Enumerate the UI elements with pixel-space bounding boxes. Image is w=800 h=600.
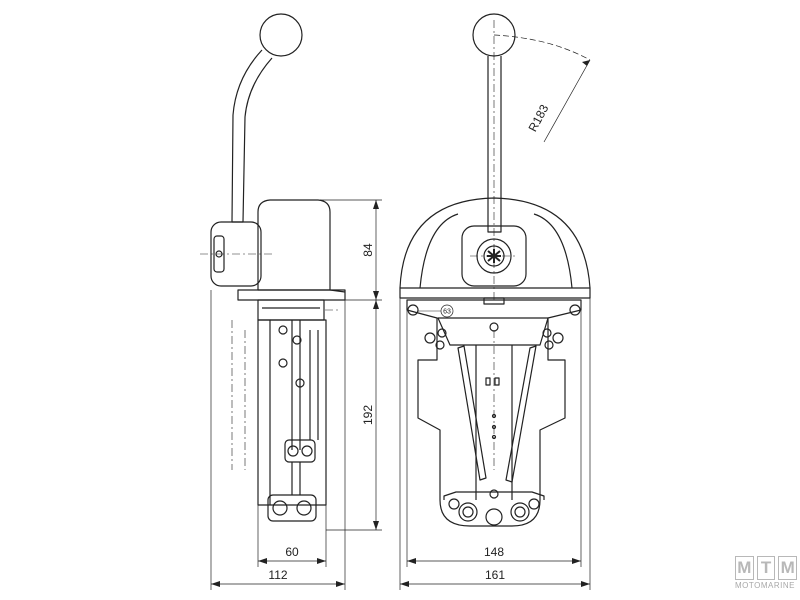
dim-side-outer-width: 112 [268,568,287,582]
dim-side-bottom-height: 192 [361,405,375,425]
dim-side-inner-width: 60 [285,545,299,559]
side-body [257,319,271,506]
front-dimension-lines [399,298,591,590]
radius-arc [493,34,591,61]
side-lever-arm [231,49,273,223]
front-slot-left [457,345,487,481]
radius-leader [543,59,591,143]
dim-front-inner-width: 148 [484,545,504,559]
side-bracket [257,299,325,321]
logo-letter: T [756,556,776,580]
side-housing [257,199,331,291]
dim-lever-radius: R183 [526,102,552,134]
motomarine-logo: M T M MOTOMARINE [735,556,798,596]
front-dimension-arrows [400,60,590,587]
side-roller-block [267,494,317,522]
front-flange [399,287,591,299]
side-dimension-arrows [211,200,379,587]
side-knob [259,13,303,57]
front-slot-right [505,345,537,483]
front-lever-arm [487,56,502,233]
side-dimension-lines [210,199,382,590]
logo-letter: M [778,556,798,580]
front-centerlines [470,20,518,470]
side-flange [237,289,346,301]
side-centerlines [200,253,340,470]
front-bottom-block [443,491,545,500]
front-view [399,13,591,527]
dim-front-outer-width: 161 [485,568,505,582]
logo-name: MOTOMARINE [735,581,795,590]
side-view [210,13,346,522]
front-plate [406,299,582,527]
front-hub-plate [461,225,527,287]
logo-letter: M [735,556,754,580]
dim-side-top-height: 84 [361,243,375,257]
callout-number: 63 [443,309,451,316]
